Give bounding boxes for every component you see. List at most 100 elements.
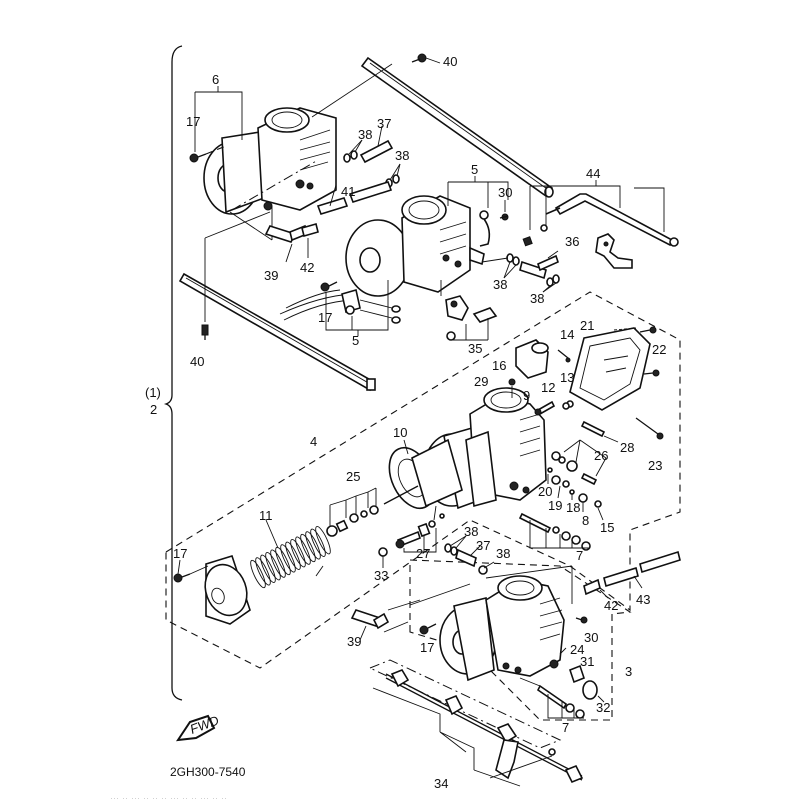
joint-37-38-upper [343, 125, 401, 188]
callout-9: 9 [523, 388, 530, 403]
diaphragm-10 [383, 438, 463, 510]
forward-arrow-icon: FWD [175, 713, 221, 742]
callout-41: 41 [341, 184, 355, 199]
callout-26: 26 [594, 448, 608, 463]
screws-9-12-29 [508, 378, 570, 416]
callout-42: 42 [604, 598, 618, 613]
assembly-4-boundary [165, 291, 681, 669]
spring-coil [260, 554, 276, 583]
intake-rail-upper [360, 56, 554, 198]
callout-40: 40 [443, 54, 457, 69]
callout-27: 27 [416, 546, 430, 561]
callout-24: 24 [570, 642, 584, 657]
callout-33: 33 [374, 568, 388, 583]
spring-coil [305, 531, 321, 560]
callout-3: 3 [625, 664, 632, 679]
carb-top-parts [515, 326, 660, 411]
callout-19: 19 [548, 498, 562, 513]
cover-17 [173, 555, 251, 625]
callout-labels: 4061738373841530443638383942401753514212… [173, 54, 666, 791]
spring-coil [300, 533, 316, 563]
callout-5: 5 [471, 162, 478, 177]
lever-44 [595, 233, 633, 269]
spring-coil [250, 559, 266, 589]
callout-17: 17 [420, 640, 434, 655]
callout-34: 34 [434, 776, 448, 791]
spring-coil [285, 541, 301, 570]
parts-7-upper [518, 512, 591, 551]
callout-31: 31 [580, 654, 594, 669]
joint-37-38-lower [444, 535, 495, 575]
callout-35: 35 [468, 341, 482, 356]
callout-39: 39 [264, 268, 278, 283]
callout-17: 17 [186, 114, 200, 129]
callout-18: 18 [566, 500, 580, 515]
linkage-5-lower [279, 281, 401, 324]
callout-37: 37 [377, 116, 391, 131]
callout-38: 38 [464, 524, 478, 539]
spring-coil [275, 546, 291, 576]
diagram-code: 2GH300-7540 [170, 765, 246, 779]
bolt-40-top [411, 53, 441, 64]
screw-17-top [189, 145, 227, 163]
callout-13: 13 [560, 370, 574, 385]
callout-38: 38 [496, 546, 510, 561]
throttle-rod-44 [522, 193, 679, 247]
bracket-5-upper [447, 181, 509, 208]
callout-11: 11 [259, 508, 273, 523]
callout-28: 28 [620, 440, 634, 455]
callout-44: 44 [586, 166, 600, 181]
callout-32: 32 [596, 700, 610, 715]
callout-21: 21 [580, 318, 594, 333]
parts-7-lower [519, 677, 585, 719]
footer-fine-print: ··· ·· ··· ·· ·· ·· ··· ·· ·· ··· ·· ·· [110, 796, 227, 800]
parts-24-31-32 [549, 647, 605, 703]
carburetor-6 [203, 107, 337, 215]
jets-8-15-18-19-20 [547, 467, 604, 521]
callout-10: 10 [393, 425, 407, 440]
hoses-42-43-lower [583, 550, 681, 599]
spring-coil [255, 557, 271, 586]
callout-25: 25 [346, 469, 360, 484]
assembly-bracket [163, 45, 183, 701]
callout-43: 43 [636, 592, 650, 607]
bracket-44 [529, 185, 665, 232]
spring-coil [290, 539, 306, 568]
callout-8: 8 [582, 513, 589, 528]
bracket-label-main: 2 [150, 402, 157, 417]
bolt-40-lower [201, 211, 271, 340]
spring-coil [310, 528, 326, 557]
spring-coil [280, 544, 296, 573]
callout-22: 22 [652, 342, 666, 357]
parts-27 [395, 505, 445, 553]
spring-coil [295, 536, 311, 565]
spring-coil [315, 526, 331, 555]
carburetor-3 [439, 575, 565, 682]
callout-39: 39 [347, 634, 361, 649]
carburetor-5 [345, 195, 471, 297]
callout-30: 30 [498, 185, 512, 200]
callout-38: 38 [493, 277, 507, 292]
joint-36-38-right [481, 250, 560, 293]
callout-30: 30 [584, 630, 598, 645]
callout-20: 20 [538, 484, 552, 499]
callout-40: 40 [190, 354, 204, 369]
callout-29: 29 [474, 374, 488, 389]
callout-6: 6 [212, 72, 219, 87]
callout-17: 17 [318, 310, 332, 325]
callout-36: 36 [565, 234, 579, 249]
parts-25 [326, 487, 379, 537]
spring-coil [265, 552, 281, 581]
throttle-shaft-34 [372, 669, 584, 787]
callout-17: 17 [173, 546, 187, 561]
callout-42: 42 [300, 260, 314, 275]
callout-4: 4 [310, 434, 317, 449]
spring-coil [270, 549, 286, 578]
callout-15: 15 [600, 520, 614, 535]
assembly-34-boundary [368, 659, 562, 749]
callout-5: 5 [352, 333, 359, 348]
intake-rail-lower [178, 272, 376, 392]
bracket-5-lower [325, 280, 389, 331]
callout-14: 14 [560, 327, 574, 342]
